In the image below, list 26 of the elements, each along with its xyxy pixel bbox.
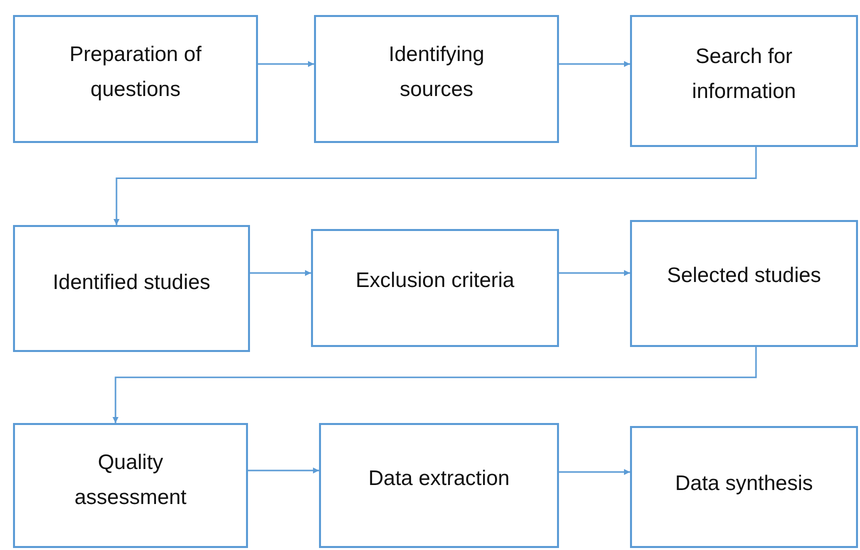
process-box (13, 225, 250, 352)
arrow (559, 61, 630, 67)
step-label: Data synthesis (675, 471, 813, 497)
process-box (319, 423, 559, 548)
step-label: Identified studies (52, 270, 210, 296)
process-box (630, 426, 858, 548)
arrow (114, 147, 757, 225)
arrow (250, 270, 311, 276)
step-label: Selected studies (666, 263, 822, 289)
arrow (112, 347, 757, 423)
arrow (559, 469, 630, 475)
step-label: Exclusion criteria (356, 268, 514, 294)
process-box (630, 220, 858, 347)
process-box (13, 423, 248, 548)
step-label: Quality assessment (73, 450, 188, 511)
process-box (314, 15, 559, 143)
step-label: Data extraction (368, 466, 510, 492)
process-box (630, 15, 858, 147)
arrow (248, 468, 319, 474)
step-label: Identifying sources (388, 42, 486, 103)
step-label: Search for information (691, 44, 797, 105)
arrow (258, 61, 314, 67)
arrow (559, 270, 630, 276)
step-label: Preparation of questions (68, 42, 202, 103)
process-box (13, 15, 258, 143)
process-box (311, 229, 559, 347)
